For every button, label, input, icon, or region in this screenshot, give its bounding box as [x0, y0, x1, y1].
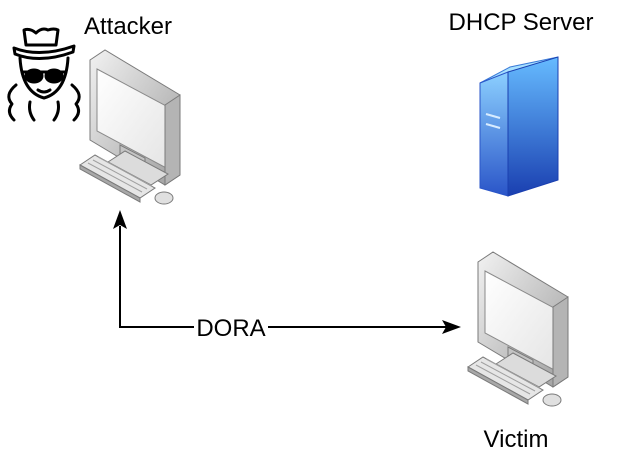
attacker-computer-icon — [79, 49, 181, 205]
dora-label: DORA — [196, 315, 265, 342]
dhcp-server-label: DHCP Server — [449, 9, 594, 36]
attacker-label: Attacker — [84, 13, 172, 40]
hacker-icon — [7, 27, 81, 122]
victim-computer-icon — [467, 251, 569, 407]
dora-connector — [113, 210, 461, 334]
victim-label: Victim — [484, 426, 549, 453]
server-icon — [479, 56, 559, 197]
arrowhead-up-icon — [113, 210, 127, 229]
arrowhead-right-icon — [442, 320, 461, 334]
